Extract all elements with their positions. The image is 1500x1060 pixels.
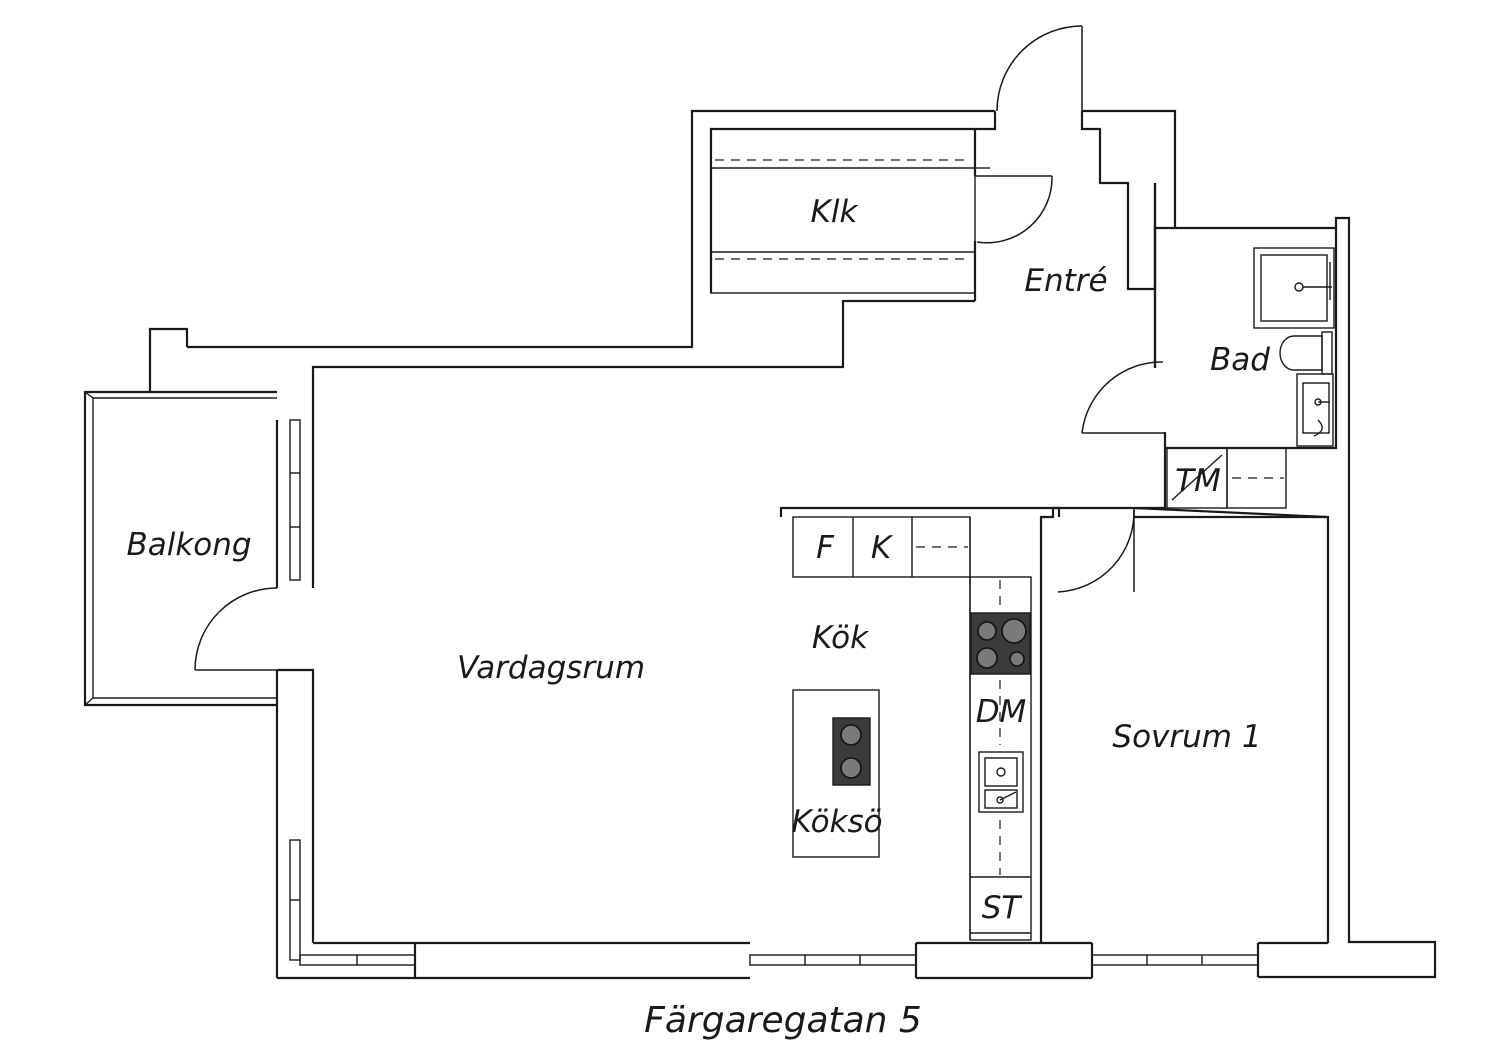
label-tm: TM (1175, 463, 1221, 499)
bedroom-walls (1133, 506, 1330, 943)
label-balkong: Balkong (126, 527, 251, 563)
bathroom (1039, 183, 1338, 942)
kitchen (779, 506, 1061, 941)
plan-title: Färgaregatan 5 (644, 1000, 922, 1041)
label-fridge: F (816, 530, 835, 566)
label-klk: Klk (811, 194, 859, 230)
label-cabinet: ST (982, 890, 1023, 926)
doors (194, 25, 1165, 671)
windows (289, 419, 1259, 966)
label-koksö: Köksö (791, 804, 882, 840)
balcony (83, 390, 277, 707)
room-labels: Klk Entré Bad TM Balkong Vardagsrum Kök … (126, 194, 1270, 926)
label-entre: Entré (1024, 263, 1107, 299)
closet (710, 128, 990, 294)
label-dishwasher: DM (976, 694, 1027, 730)
label-freezer: K (871, 530, 894, 566)
label-kok: Kök (812, 620, 869, 656)
label-sovrum: Sovrum 1 (1112, 719, 1261, 755)
label-vardagsrum: Vardagsrum (457, 650, 645, 686)
label-bad: Bad (1210, 342, 1270, 378)
